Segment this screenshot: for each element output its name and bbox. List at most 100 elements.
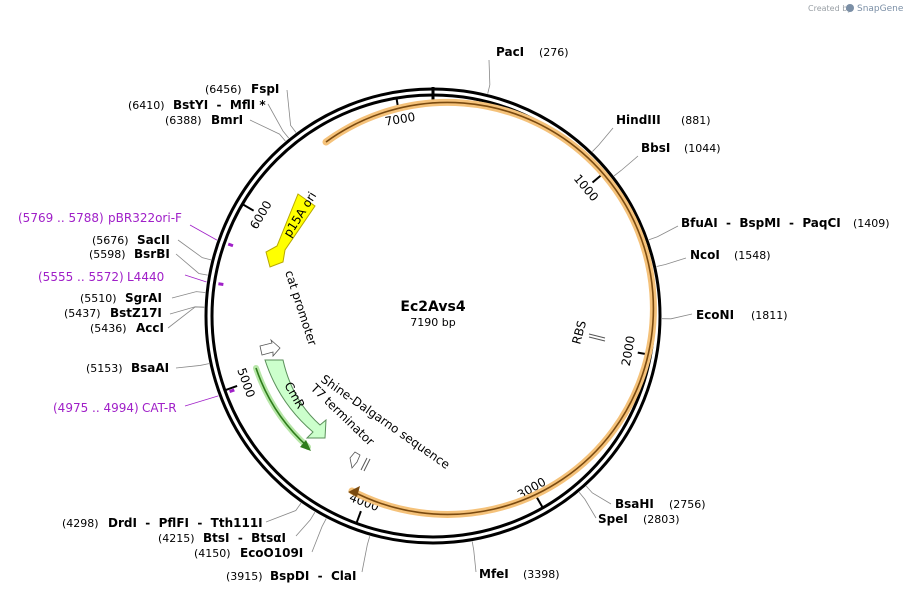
site-name: HindIII [616,113,661,127]
site-label-bbsi[interactable]: BbsI (1044) [641,141,721,155]
site-name: DrdI - PflFI - Tth111I [108,516,263,530]
cat-promoter-label: cat promoter [282,269,319,348]
site-label-spei[interactable]: SpeI (2803) [598,512,680,526]
primer-leader-line [184,274,207,283]
site-label-ncoi[interactable]: NcoI (1548) [690,248,771,262]
site-leader-line [585,485,612,505]
scale-tick-label: 6000 [247,198,275,231]
site-name: EcoNI [696,308,734,322]
site-label-acci[interactable]: (5436) AccI [90,321,164,335]
site-leader-line [661,313,693,320]
site-name: NcoI [690,248,720,262]
orf-arc-glow [322,98,657,518]
credit-prefix: Created by [808,4,852,13]
primer-label-cat-r[interactable]: (4975 .. 4994) CAT-R [53,401,177,415]
site-label-sacii[interactable]: (5676) SacII [92,233,170,247]
site-label-mfei[interactable]: MfeI (3398) [479,567,560,581]
site-name: BtsI - BtsαI [203,531,286,545]
t7-terminator-marker-b [363,458,371,472]
site-pos: (5436) [90,322,127,335]
site-label-bspdi-clai[interactable]: (3915) BspDI - ClaI [226,569,356,583]
cmr-orf-arrowhead [300,440,311,451]
primer-label-l4440[interactable]: (5555 .. 5572) L4440 [38,270,164,284]
site-name: MfeI [479,567,509,581]
site-leader-line [295,511,316,537]
scale-tick-label: 1000 [571,172,601,204]
site-label-fspi[interactable]: (6456) FspI [205,82,279,96]
site-label-econi[interactable]: EcoNI (1811) [696,308,788,322]
site-label-bfuai-bspmi-paqci[interactable]: BfuAI - BspMI - PaqCI (1409) [681,216,890,230]
site-label-btsi-btsai[interactable]: (4215) BtsI - BtsαI [158,531,286,545]
site-name: SacII [137,233,170,247]
site-pos: (4215) [158,532,195,545]
scale-tick-label: 7000 [384,110,416,129]
orf-arc [325,101,655,516]
snapgene-credit[interactable]: Created by SnapGene [808,4,904,14]
primer-mark [218,282,224,287]
p15a-ori-feature[interactable] [265,193,316,268]
site-pos: (4150) [194,547,231,560]
site-label-paci[interactable]: PacI (276) [496,45,569,59]
scale-tick-label: 2000 [619,335,638,368]
primer-range: (5769 .. 5788) [18,211,104,225]
site-pos: (5153) [86,362,123,375]
primer-mark [229,388,235,394]
site-pos: (1811) [751,309,788,322]
site-leader-line [311,518,327,553]
cat-promoter-arrow[interactable] [259,338,281,358]
site-pos: (3915) [226,570,263,583]
site-name: BbsI [641,141,670,155]
site-pos: (5676) [92,234,129,247]
scale-tick-3000 [535,496,544,509]
site-label-bstyi-mfli[interactable]: (6410) BstYI - MflI * [128,98,266,112]
site-pos: (1548) [734,249,771,262]
site-pos: (6456) [205,83,242,96]
site-leader-line [175,363,210,369]
site-label-bstz17i[interactable]: (5437) BstZ17I [64,306,162,320]
credit-brand: SnapGene [857,4,904,14]
site-name: BsaAI [131,361,169,375]
site-label-bsaai[interactable]: (5153) BsaAI [86,361,169,375]
cmr-orf-arc [255,367,309,448]
site-leader-line [613,155,639,177]
site-name: BfuAI - BspMI - PaqCI [681,216,841,230]
site-label-hindiii[interactable]: HindIII (881) [616,113,711,127]
primer-leader-line [189,224,218,241]
cmr-feature[interactable] [264,359,327,439]
site-name: BmrI [211,113,243,127]
site-pos: (4298) [62,517,99,530]
site-label-drdi-pflfi-tth111i[interactable]: (4298) DrdI - PflFI - Tth111I [62,516,263,530]
site-pos: (5510) [80,292,117,305]
site-leader-line [265,502,302,523]
site-label-bmri[interactable]: (6388) BmrI [165,113,243,127]
site-pos: (2803) [643,513,680,526]
orf-arc-arrowhead [348,486,360,497]
site-name: BspDI - ClaI [270,569,356,583]
site-pos: (5437) [64,307,101,320]
site-label-ecoo109i[interactable]: (4150) EcoO109I [194,546,303,560]
site-label-bsrbi[interactable]: (5598) BsrBI [89,247,170,261]
shine-dalgarno-marker[interactable] [349,451,361,469]
site-pos: (3398) [523,568,560,581]
rbs-marker-b [588,336,606,342]
site-name: AccI [136,321,164,335]
scale-tick-4000 [355,510,362,524]
scale-tick-5000 [224,385,238,392]
primer-label-pbr322ori-f[interactable]: (5769 .. 5788) pBR322ori-F [18,211,182,225]
rbs-marker-a [588,333,606,339]
site-leader-line [167,306,205,329]
primer-name: CAT-R [142,401,177,415]
site-leader-line [171,291,206,299]
site-pos: (881) [681,114,711,127]
site-label-sgrai[interactable]: (5510) SgrAI [80,291,162,305]
site-name: FspI [251,82,279,96]
site-leader-line [592,127,614,152]
primer-name: pBR322ori-F [108,211,182,225]
primer-leader-line [184,395,219,407]
site-name: SgrAI [125,291,162,305]
plasmid-size: 7190 bp [410,316,455,329]
t7-terminator-marker-a [360,457,368,471]
site-label-bsahi[interactable]: BsaHI (2756) [615,497,706,511]
site-leader-line [578,492,597,519]
site-name: BsrBI [134,247,170,261]
